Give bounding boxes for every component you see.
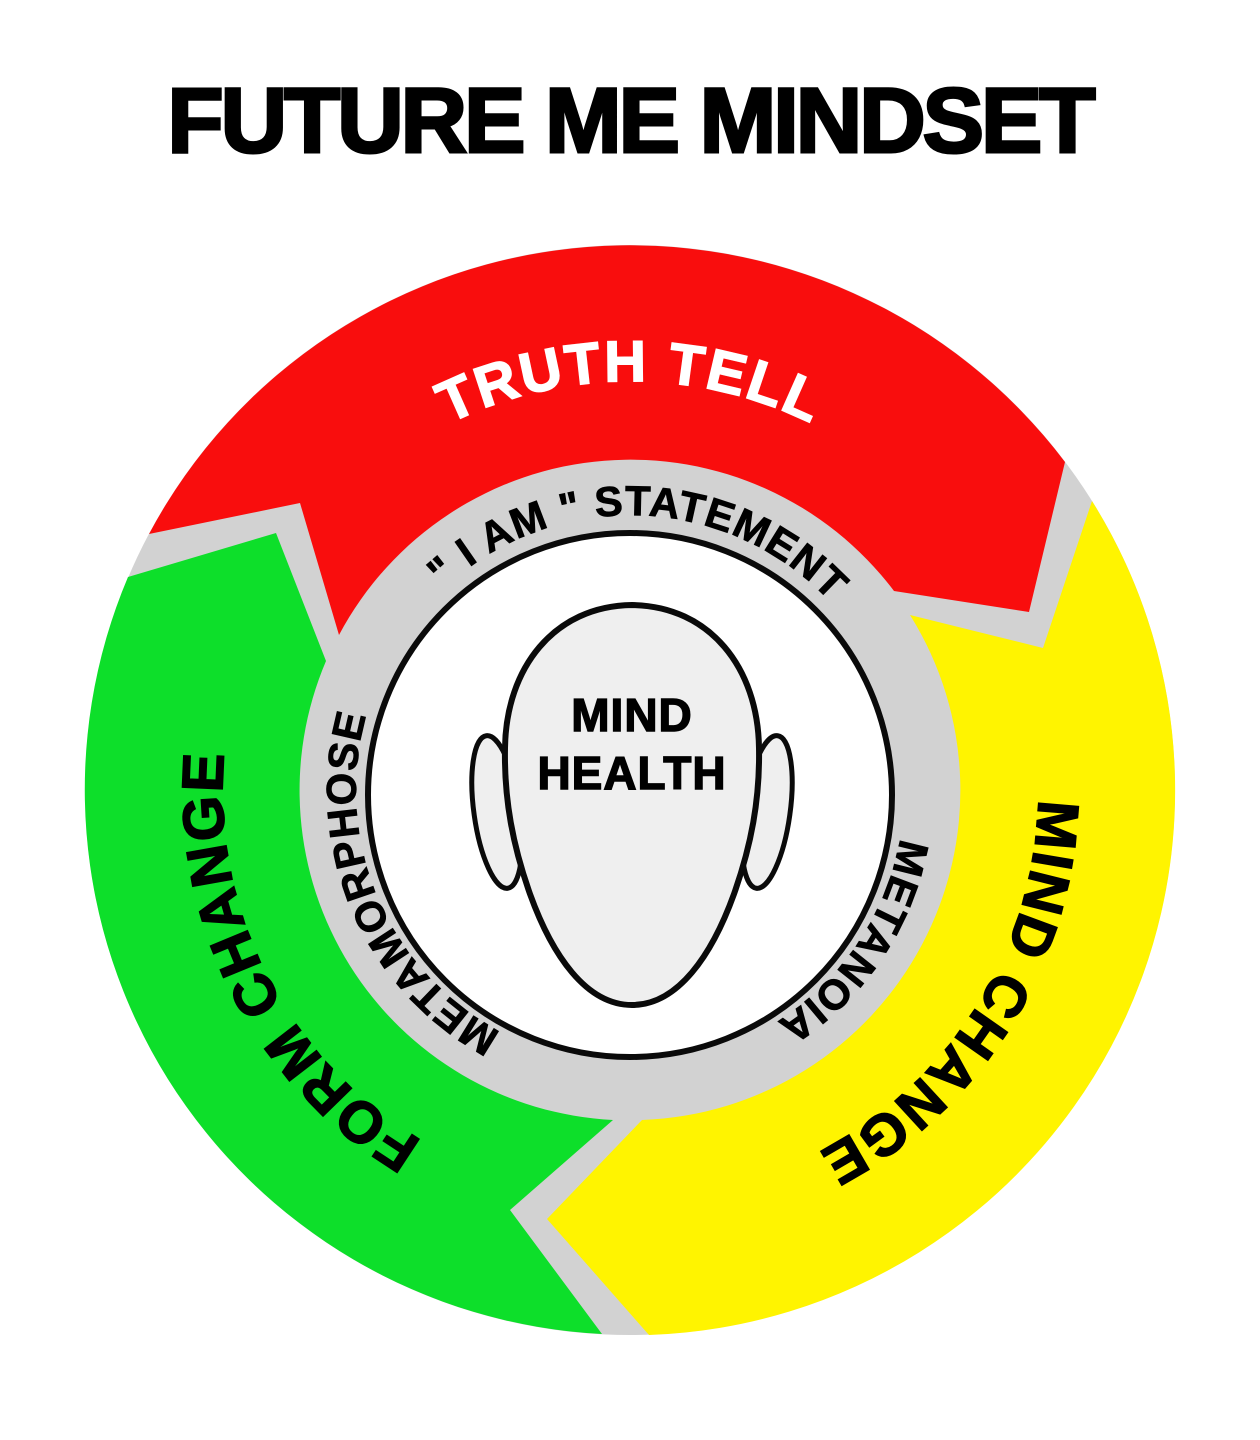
center-label-line1: MIND [571, 689, 693, 741]
segment-arc-truth-tell [149, 245, 1065, 636]
segment-arc-form-change [84, 533, 613, 1334]
head-icon [469, 602, 795, 1008]
page-title: FUTURE ME MINDSET [167, 70, 1095, 172]
segment-arc-mind-change [547, 501, 1176, 1335]
face-outline [501, 602, 763, 1008]
center-label-line2: HEALTH [537, 747, 726, 799]
